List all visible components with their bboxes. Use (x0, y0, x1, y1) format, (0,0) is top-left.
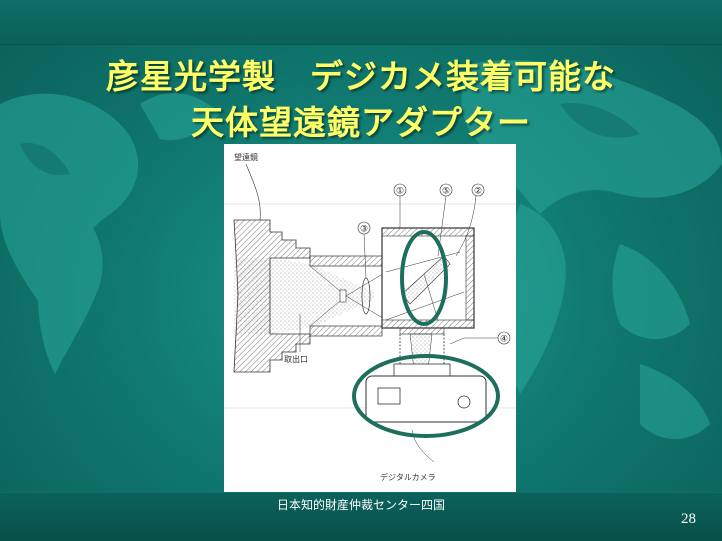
world-map-background (0, 60, 722, 439)
mount-flange (399, 327, 445, 335)
ray-reflect-upper (385, 251, 461, 273)
top-band (0, 0, 722, 45)
camera-body (365, 375, 487, 423)
ray-div-lower (345, 295, 387, 321)
callout-2: ② (474, 187, 482, 197)
callout-3-leader (363, 233, 367, 279)
callout-2-leader (455, 195, 477, 257)
ray-div-upper (345, 271, 387, 297)
light-cone (234, 258, 374, 334)
callout-4: ④ (500, 335, 508, 345)
highlight-camera-ellipse (352, 354, 500, 438)
bottom-band (0, 492, 722, 541)
slide-title-line-2: 天体望遠鏡アダプター (191, 103, 531, 142)
callout-3: ③ (360, 225, 368, 235)
camera-label: デジタルカメラ (380, 472, 436, 482)
ray-reflect-lower (385, 291, 465, 321)
adapter-box-right-wall (465, 235, 475, 321)
outlet-label: 取出口 (284, 354, 308, 364)
footer-organization: 日本知的財産仲裁センター四国 (276, 498, 445, 512)
callout-2-circle (471, 183, 485, 197)
ray-down (423, 273, 439, 321)
callout-1: ① (396, 187, 404, 197)
camera-lens-mount (393, 363, 451, 377)
telescope-label: 望遠鏡 (234, 152, 258, 162)
extension-tube-bottom (309, 325, 383, 337)
callout-5: ⑤ (442, 187, 450, 197)
telescope-leader (245, 163, 261, 221)
slide-title-line-1: 彦星光学製 デジカメ装着可能な (106, 57, 616, 96)
callout-4-leader (449, 337, 498, 345)
camera-button (457, 395, 471, 409)
highlight-mirror-ellipse (400, 230, 448, 326)
extension-tube-top (309, 255, 383, 267)
adapter-diagram: 望遠鏡 ③ 取出口 (224, 152, 516, 482)
page-number: 28 (681, 511, 696, 527)
eyepiece-element (339, 289, 347, 303)
camera-viewfinder (377, 387, 401, 405)
patent-figure: 望遠鏡 ③ 取出口 (224, 144, 516, 492)
